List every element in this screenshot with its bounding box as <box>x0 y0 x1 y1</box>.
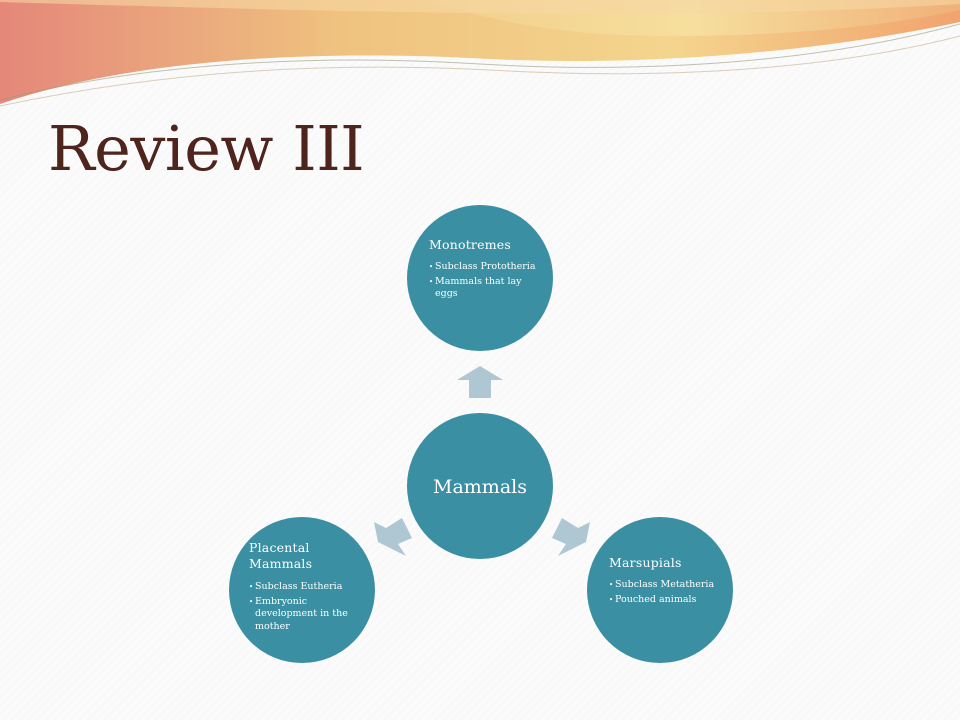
bullet-item: Subclass Metatheria <box>609 579 719 592</box>
node-monotremes: Monotremes Subclass Prototheria Mammals … <box>407 205 553 351</box>
bullet-item: Mammals that lay eggs <box>429 276 539 301</box>
bullet-list: Subclass Metatheria Pouched animals <box>609 579 719 606</box>
bullet-item: Subclass Eutheria <box>249 581 361 594</box>
bullet-list: Subclass Eutheria Embryonic development … <box>249 581 361 633</box>
bullet-item: Pouched animals <box>609 594 719 607</box>
node-placental-mammals: Placental Mammals Subclass Eutheria Embr… <box>229 517 375 663</box>
node-title: Monotremes <box>429 237 511 252</box>
bullet-item: Embryonic development in the mother <box>249 596 361 634</box>
decorative-header-wave <box>0 0 960 107</box>
arrow-up-icon <box>457 366 503 398</box>
arrow-down-left-icon <box>374 518 412 556</box>
bullet-item: Subclass Prototheria <box>429 261 539 274</box>
node-title: Marsupials <box>609 555 682 570</box>
arrow-down-right-icon <box>552 518 590 556</box>
bullet-list: Subclass Prototheria Mammals that lay eg… <box>429 261 539 301</box>
center-node-label: Mammals <box>433 476 527 498</box>
slide-title: Review III <box>48 112 365 185</box>
center-node-mammals: Mammals <box>407 413 553 559</box>
node-marsupials: Marsupials Subclass Metatheria Pouched a… <box>587 517 733 663</box>
node-title: Placental Mammals <box>249 540 313 571</box>
